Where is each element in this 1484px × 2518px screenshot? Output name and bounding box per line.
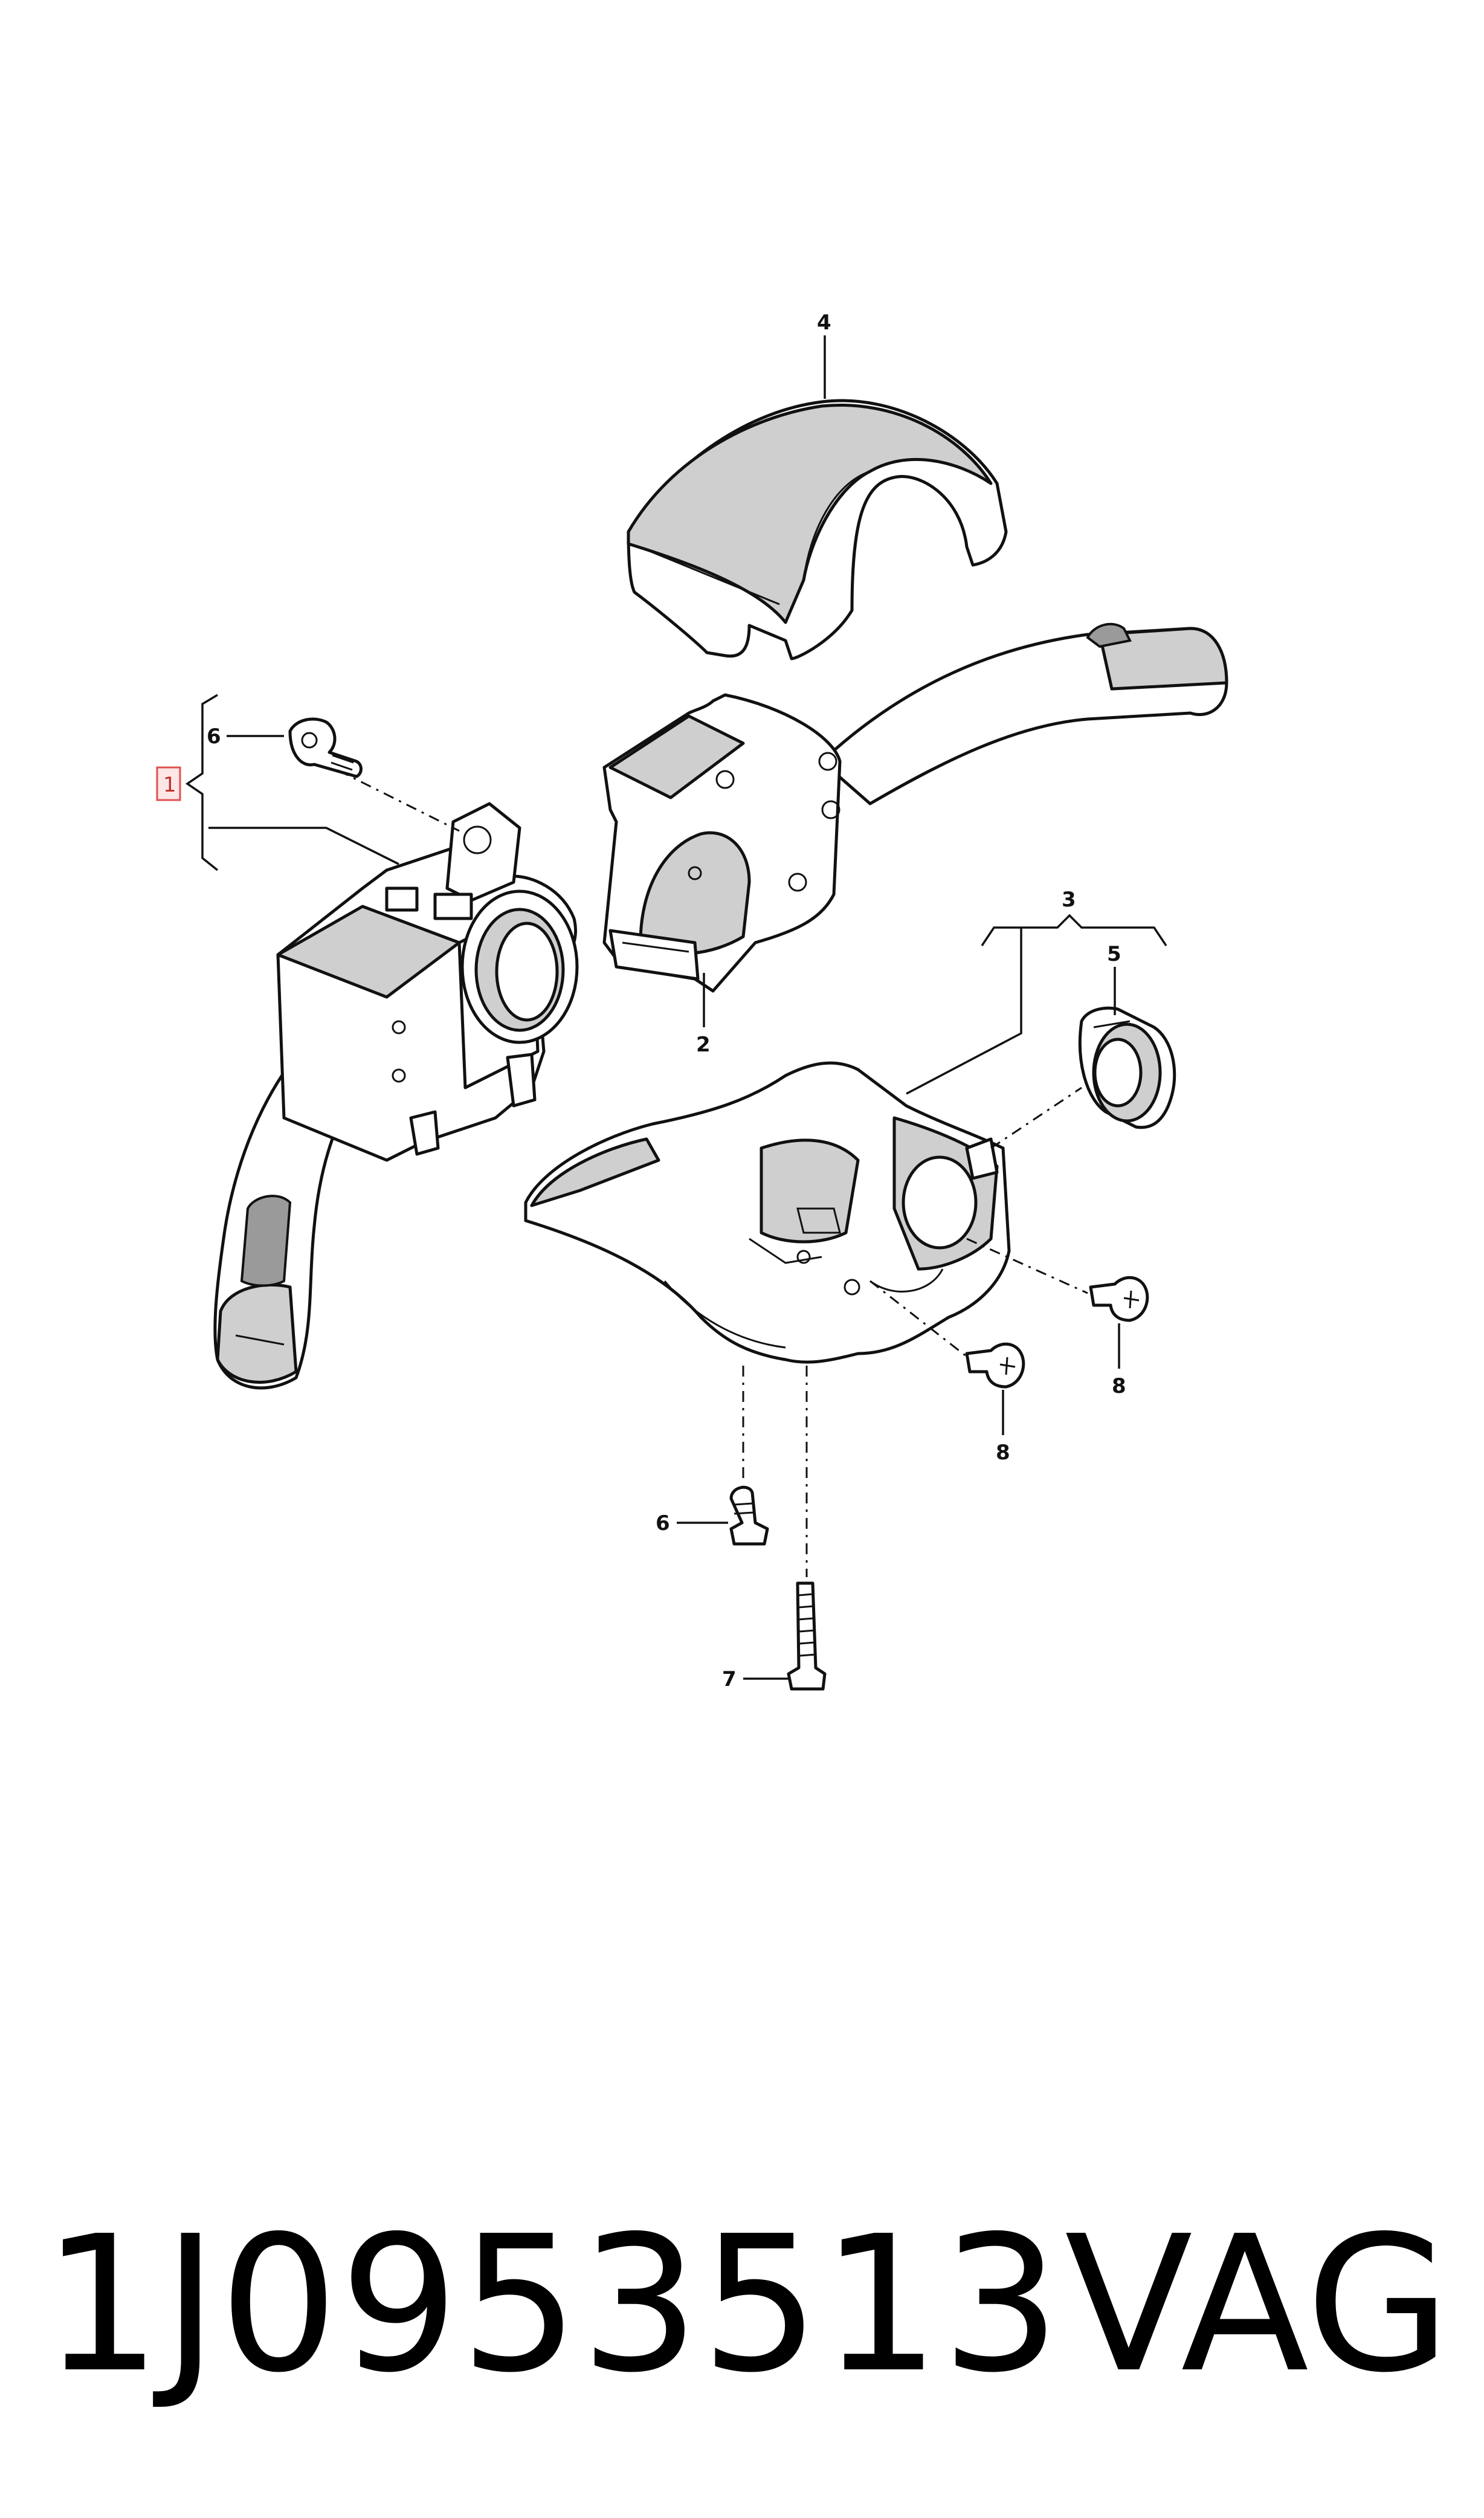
alignment-lines [338, 769, 1088, 1577]
callout-labels: 4 2 3 5 8 8 6 7 6 1 [156, 311, 1126, 1691]
switch-housing-with-stalk [602, 622, 1228, 993]
callout-8-middle: 8 [996, 1441, 1010, 1465]
screw-8-middle [965, 1342, 1025, 1389]
lower-column-cover [524, 1061, 1011, 1364]
indicator-switch-assembly [213, 802, 579, 1390]
callout-3: 3 [1062, 888, 1076, 912]
callout-1: 1 [163, 773, 176, 797]
brand-name: VAG [1064, 2196, 1451, 2414]
callout-2: 2 [696, 1033, 711, 1057]
callout-1-highlight [156, 766, 181, 801]
callout-7: 7 [722, 1667, 737, 1691]
callout-4: 4 [817, 311, 831, 335]
screw-6-upper [288, 717, 363, 778]
callout-6-upper: 6 [207, 725, 221, 749]
screw-7 [787, 1581, 827, 1691]
lock-trim-ring [1078, 1006, 1176, 1129]
callout-5: 5 [1107, 942, 1121, 966]
part-number: 1J0953513 [42, 2196, 1062, 2414]
footer: 1J0953513 VAG [0, 2212, 1484, 2465]
callout-8-right: 8 [1112, 1374, 1126, 1398]
leader-lines [185, 335, 1167, 1680]
callout-6-lower: 6 [656, 1511, 670, 1535]
upper-column-cover [627, 399, 1008, 660]
screw-8-right [1089, 1276, 1149, 1322]
parts-diagram: 4 2 3 5 8 8 6 7 6 1 [156, 311, 1228, 1691]
screw-6-lower [729, 1485, 769, 1546]
